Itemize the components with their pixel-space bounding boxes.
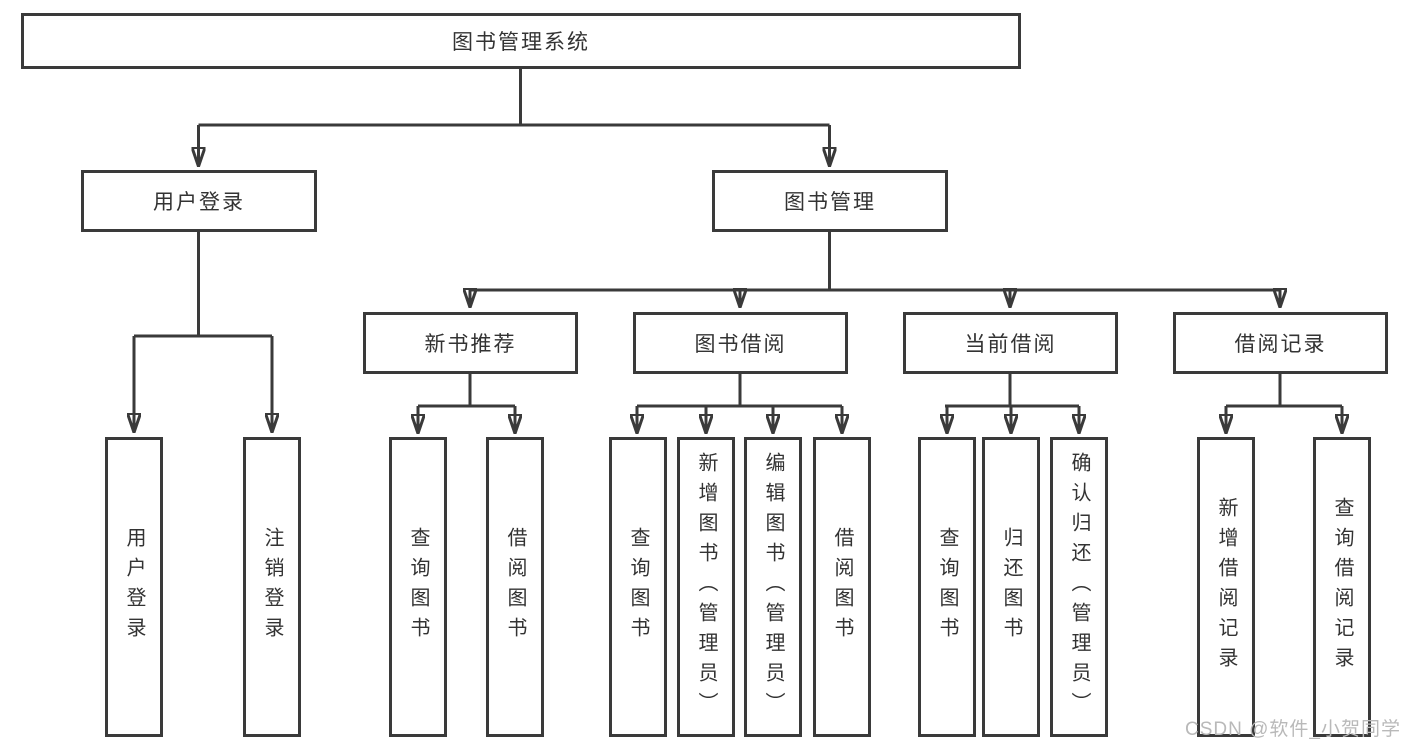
node-label: 确认归还（管理员） — [1068, 452, 1090, 722]
node-label: 借阅记录 — [1234, 333, 1327, 356]
leaf-confirm-return-admin: 确认归还（管理员） — [1050, 437, 1108, 737]
node-label: 用户登录 — [123, 527, 145, 647]
csdn-watermark: CSDN @软件_小贺同学 — [1185, 719, 1401, 740]
node-book-management: 图书管理 — [712, 170, 948, 232]
leaf-user-login: 用户登录 — [105, 437, 163, 737]
tree-bus-lines — [134, 69, 1342, 408]
leaf-add-books-admin: 新增图书（管理员） — [677, 437, 735, 737]
node-new-book-recommendation: 新书推荐 — [363, 312, 578, 374]
node-label: 新增借阅记录 — [1215, 497, 1237, 677]
leaf-query-books-current: 查询图书 — [918, 437, 976, 737]
node-label: 查询图书 — [936, 527, 958, 647]
leaf-edit-books-admin: 编辑图书（管理员） — [744, 437, 802, 737]
node-current-borrowing: 当前借阅 — [903, 312, 1118, 374]
node-user-login: 用户登录 — [81, 170, 317, 232]
node-label: 新书推荐 — [424, 333, 517, 356]
node-label: 查询借阅记录 — [1331, 497, 1353, 677]
leaf-query-books-borrow: 查询图书 — [609, 437, 667, 737]
leaf-query-borrow-record: 查询借阅记录 — [1313, 437, 1371, 737]
node-label: 当前借阅 — [964, 333, 1057, 356]
leaf-logout: 注销登录 — [243, 437, 301, 737]
node-label: 查询图书 — [627, 527, 649, 647]
node-label: 图书管理 — [784, 191, 876, 214]
node-label: 图书管理系统 — [452, 31, 590, 54]
node-label: 归还图书 — [1000, 527, 1022, 647]
node-borrowing-records: 借阅记录 — [1173, 312, 1388, 374]
node-library-management-system: 图书管理系统 — [21, 13, 1021, 69]
node-label: 借阅图书 — [831, 527, 853, 647]
leaf-query-books-recommend: 查询图书 — [389, 437, 447, 737]
leaf-add-borrow-record: 新增借阅记录 — [1197, 437, 1255, 737]
node-label: 用户登录 — [153, 191, 245, 214]
leaf-return-books: 归还图书 — [982, 437, 1040, 737]
node-label: 图书借阅 — [694, 333, 787, 356]
node-label: 借阅图书 — [504, 527, 526, 647]
node-label: 查询图书 — [407, 527, 429, 647]
node-label: 新增图书（管理员） — [695, 452, 717, 722]
node-book-borrowing: 图书借阅 — [633, 312, 848, 374]
leaf-borrow-books: 借阅图书 — [813, 437, 871, 737]
node-label: 注销登录 — [261, 527, 283, 647]
node-label: 编辑图书（管理员） — [762, 452, 784, 722]
leaf-borrow-books-recommend: 借阅图书 — [486, 437, 544, 737]
